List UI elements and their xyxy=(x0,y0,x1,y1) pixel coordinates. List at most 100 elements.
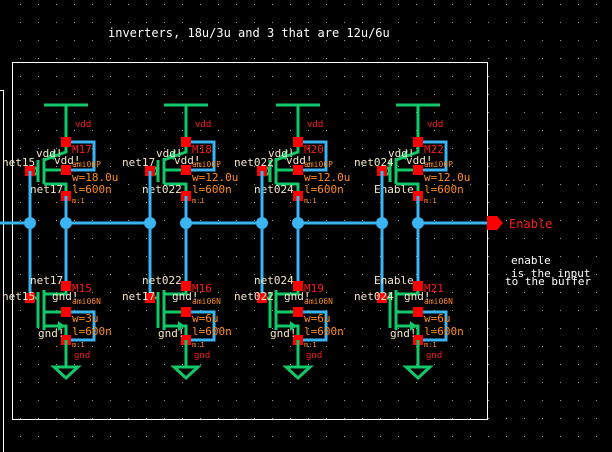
grid-dot xyxy=(20,364,21,365)
grid-dot xyxy=(272,22,273,23)
grid-dot xyxy=(434,148,435,149)
grid-dot xyxy=(344,436,345,437)
nmos-drain-pin[interactable] xyxy=(293,281,303,291)
nmos-body-tie-wire[interactable] xyxy=(66,310,96,342)
nmos-drain-pin[interactable] xyxy=(181,281,191,291)
grid-dot xyxy=(92,58,93,59)
grid-dot xyxy=(164,94,165,95)
grid-dot xyxy=(470,148,471,149)
grid-dot xyxy=(38,40,39,41)
grid-dot xyxy=(74,292,75,293)
nmos-body-tie-wire[interactable] xyxy=(418,310,448,342)
grid-dot xyxy=(254,238,255,239)
grid-dot xyxy=(254,94,255,95)
grid-dot xyxy=(182,418,183,419)
pmos-body-pin[interactable] xyxy=(181,165,191,175)
pmos-body-tie-wire[interactable] xyxy=(66,140,96,172)
grid-dot xyxy=(218,256,219,257)
pmos-source-pin[interactable] xyxy=(61,137,71,147)
grid-dot xyxy=(452,40,453,41)
grid-dot xyxy=(506,382,507,383)
nmos-gate-pin[interactable] xyxy=(377,293,387,303)
nmos-body-pin[interactable] xyxy=(413,307,423,317)
grid-dot xyxy=(326,274,327,275)
pmos-body-pin[interactable] xyxy=(413,165,423,175)
grid-dot xyxy=(434,274,435,275)
pmos-instance-label: M20 xyxy=(304,143,324,156)
grid-dot xyxy=(578,202,579,203)
nmos-drain-net-label: net024 xyxy=(254,274,294,287)
grid-dot xyxy=(470,58,471,59)
pmos-body-tie-wire[interactable] xyxy=(186,140,216,172)
grid-dot xyxy=(596,40,597,41)
grid-dot xyxy=(344,202,345,203)
grid-dot xyxy=(56,112,57,113)
grid-dot xyxy=(110,238,111,239)
grid-dot xyxy=(74,328,75,329)
note-line-3: to the buffer xyxy=(505,275,591,288)
nmos-drain-pin[interactable] xyxy=(413,281,423,291)
grid-dot xyxy=(56,166,57,167)
grid-dot xyxy=(236,436,237,437)
grid-dot xyxy=(344,346,345,347)
grid-dot xyxy=(380,310,381,311)
grid-dot xyxy=(596,184,597,185)
grid-dot xyxy=(488,310,489,311)
grid-dot xyxy=(236,184,237,185)
grid-dot xyxy=(362,112,363,113)
nmos-gate-pin[interactable] xyxy=(257,293,267,303)
pmos-body-tie-wire[interactable] xyxy=(418,140,448,172)
grid-dot xyxy=(56,202,57,203)
grid-dot xyxy=(200,148,201,149)
pmos-body-tie-wire[interactable] xyxy=(298,140,328,172)
output-pin-arrow[interactable] xyxy=(487,216,503,230)
grid-dot xyxy=(488,202,489,203)
nmos-body-tie-wire[interactable] xyxy=(186,310,216,342)
grid-dot xyxy=(488,112,489,113)
nmos-gate-pin[interactable] xyxy=(145,293,155,303)
grid-dot xyxy=(398,112,399,113)
grid-dot xyxy=(128,292,129,293)
nmos-gate-pin[interactable] xyxy=(25,293,35,303)
pmos-source-pin[interactable] xyxy=(293,137,303,147)
grid-dot xyxy=(290,418,291,419)
nmos-width-label: w=6u xyxy=(424,312,451,325)
grid-dot xyxy=(470,130,471,131)
grid-dot xyxy=(542,364,543,365)
grid-dot xyxy=(560,274,561,275)
nmos-body-pin[interactable] xyxy=(61,307,71,317)
output-pin-enable[interactable]: Enable xyxy=(487,216,552,231)
nmos-body-tie-wire[interactable] xyxy=(298,310,328,342)
grid-dot xyxy=(128,40,129,41)
grid-dot xyxy=(92,256,93,257)
grid-dot xyxy=(38,328,39,329)
grid-dot xyxy=(560,418,561,419)
grid-dot xyxy=(74,238,75,239)
pmos-drain-net-label: net17 xyxy=(30,183,63,196)
nmos-body-pin[interactable] xyxy=(181,307,191,317)
nmos-source-arrow xyxy=(410,321,417,331)
grid-dot xyxy=(272,130,273,131)
grid-dot xyxy=(362,220,363,221)
grid-dot xyxy=(506,310,507,311)
nmos-length-label: l=600n xyxy=(72,325,112,338)
grid-dot xyxy=(452,130,453,131)
grid-dot xyxy=(542,40,543,41)
pmos-source-pin[interactable] xyxy=(413,137,423,147)
nmos-source-arrow xyxy=(290,321,297,331)
nmos-body-pin[interactable] xyxy=(293,307,303,317)
grid-dot xyxy=(20,76,21,77)
grid-dot xyxy=(326,418,327,419)
grid-dot xyxy=(326,292,327,293)
grid-dot xyxy=(308,256,309,257)
pmos-body-pin[interactable] xyxy=(293,165,303,175)
grid-dot xyxy=(344,220,345,221)
pmos-source-pin[interactable] xyxy=(181,137,191,147)
grid-dot xyxy=(200,400,201,401)
nmos-drain-pin[interactable] xyxy=(61,281,71,291)
nmos-length-label: l=600n xyxy=(424,325,464,338)
grid-dot xyxy=(596,418,597,419)
pmos-width-label: w=12.0u xyxy=(192,171,238,184)
pmos-body-pin[interactable] xyxy=(61,165,71,175)
